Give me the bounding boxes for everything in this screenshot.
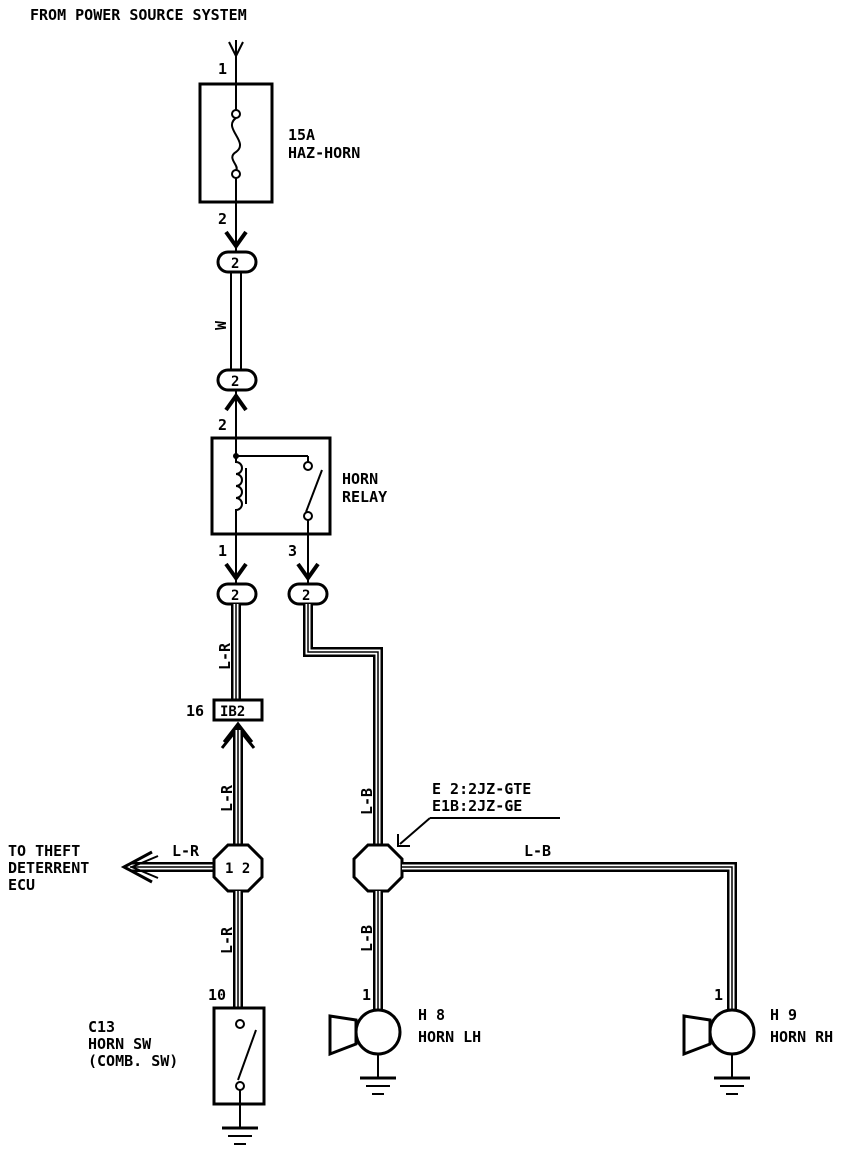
horn-rh-pin: 1 xyxy=(714,986,723,1004)
theft-line3: ECU xyxy=(8,876,35,894)
theft-line1: TO THEFT xyxy=(8,842,80,860)
ground-point-arrow xyxy=(397,817,560,847)
fuse-name: HAZ-HORN xyxy=(288,144,360,162)
relay-pin-switch-out: 3 xyxy=(288,542,297,560)
horn-rh-symbol xyxy=(682,1008,756,1095)
wire-color-lr-3: L-R xyxy=(218,926,236,954)
horn-switch-code: C13 xyxy=(88,1018,115,1036)
wire-color-lb-3: L-B xyxy=(358,925,376,952)
svg-text:2: 2 xyxy=(231,374,239,390)
horn-rh-name: HORN RH xyxy=(770,1028,833,1046)
connector-2-top: 2 xyxy=(216,250,258,274)
wire-color-lr-1: L-R xyxy=(216,642,234,670)
relay-pin-in: 2 xyxy=(218,416,227,434)
horn-switch-line2: (COMB. SW) xyxy=(88,1052,178,1070)
wire-color-lb-1: L-B xyxy=(358,788,376,815)
junction-connector: 1 2 xyxy=(212,843,264,893)
connector-2-mid: 2 xyxy=(216,368,258,392)
horn-lh-symbol xyxy=(328,1008,402,1095)
ground-point-line1: E 2:2JZ-GTE xyxy=(432,780,531,798)
horn-switch-box xyxy=(212,1006,266,1106)
fuse-pin-in: 1 xyxy=(218,60,227,78)
power-source-arrow xyxy=(228,40,244,84)
fuse-amp: 15A xyxy=(288,126,315,144)
horn-lh-name: HORN LH xyxy=(418,1028,481,1046)
wire-to-theft-ecu xyxy=(120,850,216,884)
horn-rh-code: H 9 xyxy=(770,1006,797,1024)
fuse-box xyxy=(198,82,274,204)
relay-line1: HORN xyxy=(342,470,378,488)
ground-point-line2: E1B:2JZ-GE xyxy=(432,797,522,815)
svg-text:2: 2 xyxy=(302,588,310,604)
ground-junction xyxy=(352,843,404,893)
horn-lh-code: H 8 xyxy=(418,1006,445,1024)
wire-lb-upper xyxy=(303,604,383,845)
relay-pin-coil-out: 1 xyxy=(218,542,227,560)
svg-text:2: 2 xyxy=(231,256,239,272)
theft-line2: DETERRENT xyxy=(8,859,89,877)
wire-color-lb-2: L-B xyxy=(524,842,551,860)
connector-ib2: IB2 xyxy=(212,698,264,722)
wire-color-w: W xyxy=(212,320,230,330)
horn-lh-pin: 1 xyxy=(362,986,371,1004)
wire-color-lr-theft: L-R xyxy=(172,842,200,860)
fuse-pin-out: 2 xyxy=(218,210,227,228)
wire-lb-right xyxy=(402,862,737,1010)
relay-line2: RELAY xyxy=(342,488,387,506)
source-label: FROM POWER SOURCE SYSTEM xyxy=(30,6,247,24)
horn-switch-pin: 10 xyxy=(208,986,226,1004)
svg-text:IB2: IB2 xyxy=(220,704,245,720)
svg-text:2: 2 xyxy=(231,588,239,604)
ib2-pin: 16 xyxy=(186,702,204,720)
svg-text:1 2: 1 2 xyxy=(225,861,250,877)
connector-2-lower-left: 2 xyxy=(216,582,258,606)
connector-2-lower-right: 2 xyxy=(287,582,329,606)
ground-symbol-switch xyxy=(222,1104,258,1145)
wire-color-lr-2: L-R xyxy=(218,784,236,812)
horn-switch-line1: HORN SW xyxy=(88,1035,152,1053)
horn-relay-box xyxy=(210,436,332,536)
